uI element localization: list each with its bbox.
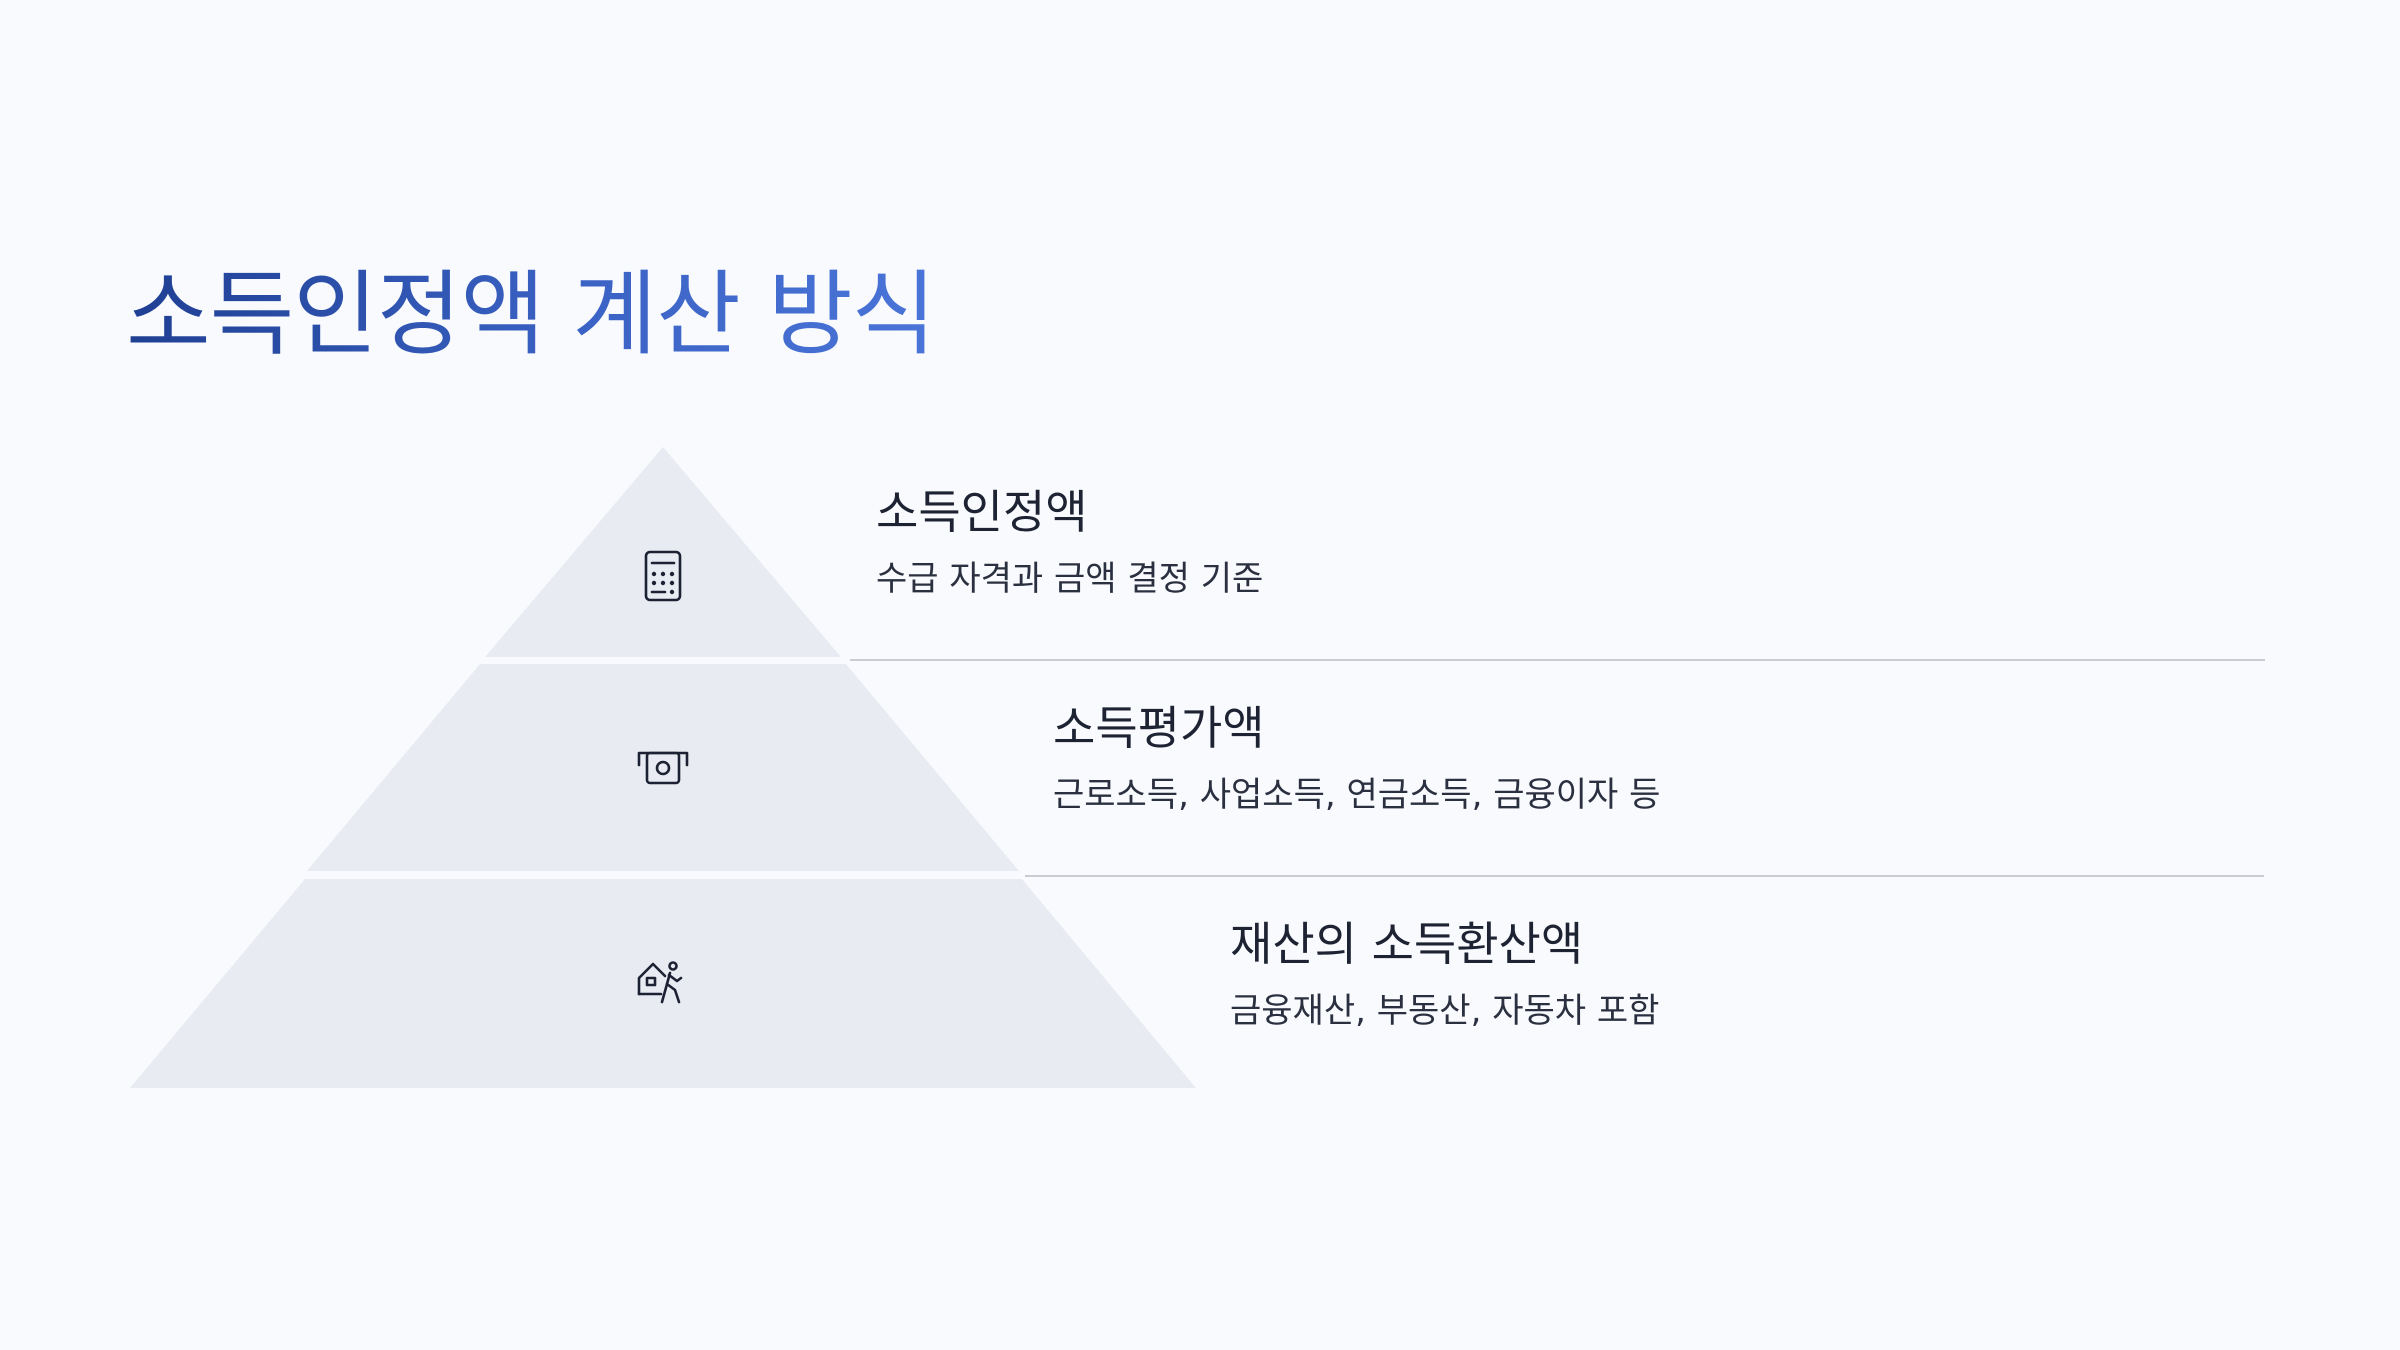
page-title: 소득인정액 계산 방식	[126, 255, 936, 375]
tier-3-description: 금융재산, 부동산, 자동차 포함	[1230, 991, 1660, 1031]
cash-register-icon	[637, 751, 689, 785]
tier-2-heading: 소득평가액	[1053, 701, 1265, 755]
tier-1-description: 수급 자격과 금액 결정 기준	[876, 559, 1264, 599]
calculator-icon	[644, 550, 682, 602]
tier-1-heading: 소득인정액	[876, 485, 1088, 539]
pyramid-tier-bottom	[130, 879, 1196, 1088]
house-person-icon	[637, 961, 683, 1004]
tier-2-text: 소득평가액 근로소득, 사업소득, 연금소득, 금융이자 등	[1053, 698, 1660, 818]
tier-2-description: 근로소득, 사업소득, 연금소득, 금융이자 등	[1053, 775, 1661, 815]
tier-1-text: 소득인정액 수급 자격과 금액 결정 기준	[876, 482, 1263, 602]
pyramid-tier-middle	[307, 664, 1019, 871]
tier-3-heading: 재산의 소득환산액	[1230, 917, 1584, 971]
tier-3-text: 재산의 소득환산액 금융재산, 부동산, 자동차 포함	[1230, 914, 1659, 1034]
